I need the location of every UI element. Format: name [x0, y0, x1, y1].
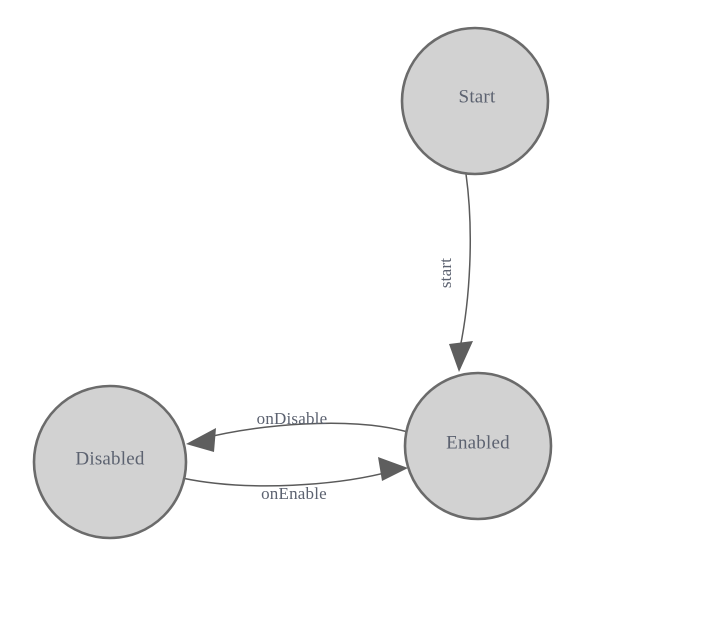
node-start-label: Start [459, 86, 496, 107]
node-enabled[interactable]: Enabled [403, 371, 553, 521]
node-disabled-circle [32, 384, 188, 540]
edge-disabled-to-enabled-arrowhead [378, 457, 408, 481]
edge-start-to-enabled[interactable]: start [436, 173, 473, 372]
edge-enabled-to-disabled-arrowhead [186, 428, 216, 452]
edge-disabled-to-enabled[interactable]: onEnable [181, 457, 408, 503]
edge-enabled-to-disabled[interactable]: onDisable [186, 409, 409, 452]
edge-start-to-enabled-arrowhead [449, 341, 473, 372]
node-enabled-label: Enabled [446, 432, 510, 453]
edge-label-onenable: onEnable [261, 484, 327, 503]
edge-label-ondisable: onDisable [257, 409, 328, 428]
node-start-circle [400, 26, 550, 176]
edge-disabled-to-enabled-path [181, 469, 397, 487]
edge-label-start: start [436, 258, 455, 288]
edge-enabled-to-disabled-path [195, 422, 409, 441]
node-disabled-label: Disabled [75, 448, 144, 469]
node-start[interactable]: Start [400, 26, 550, 176]
node-enabled-circle [403, 371, 553, 521]
edge-start-to-enabled-path [459, 173, 472, 349]
node-disabled[interactable]: Disabled [32, 384, 188, 540]
